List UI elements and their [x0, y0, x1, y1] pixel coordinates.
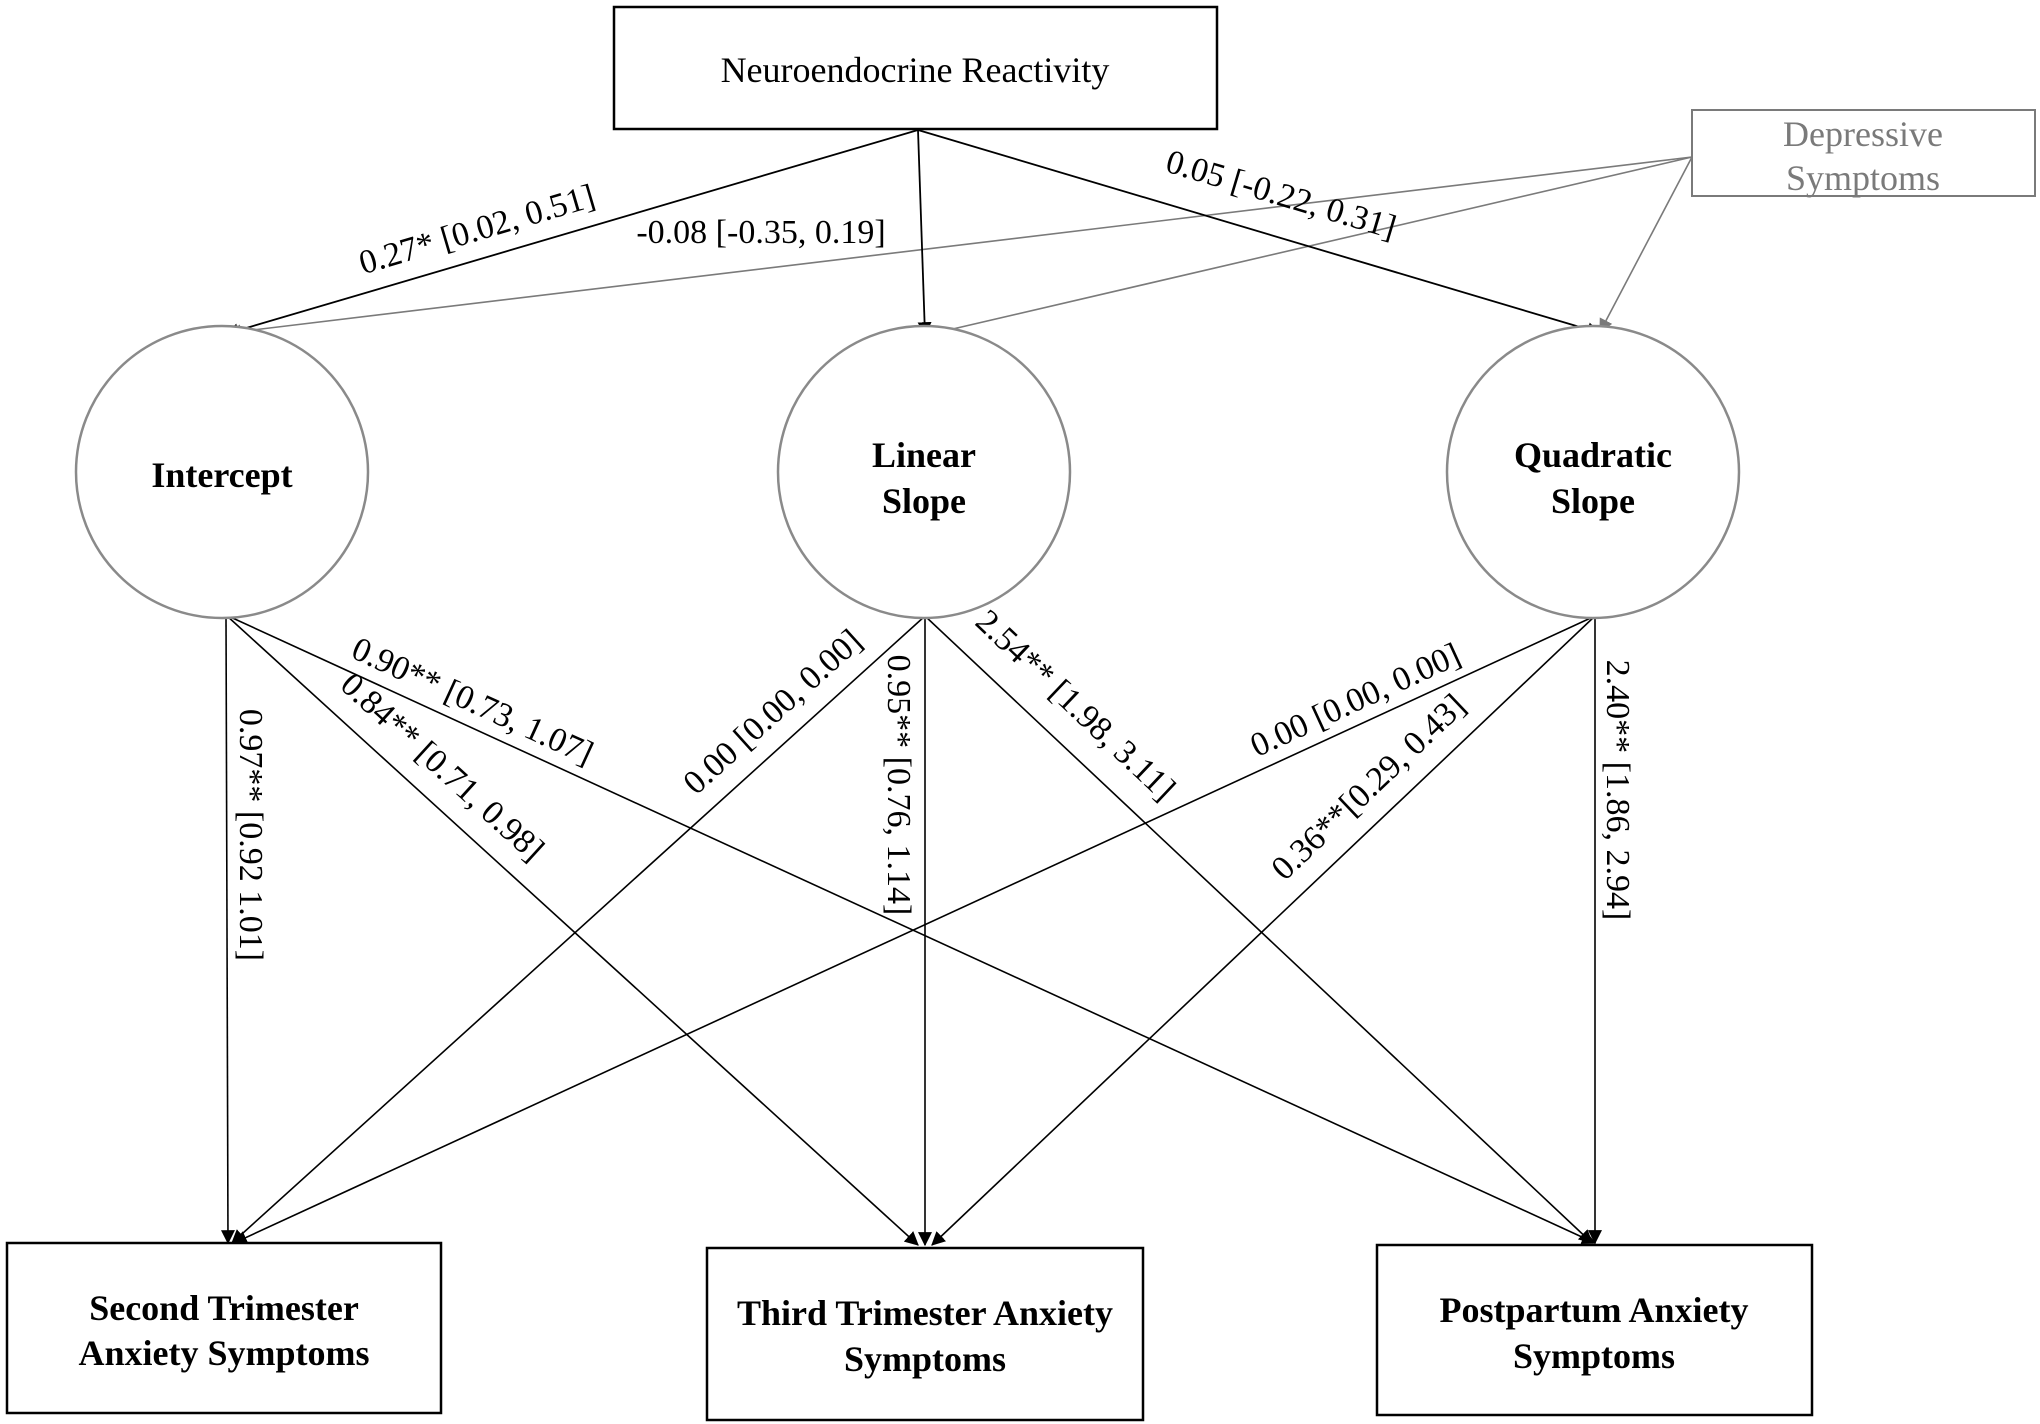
ner-to-linear-arrow [917, 129, 932, 337]
linear-slope-circle [776, 324, 1072, 620]
second-trimester-box [5, 1241, 443, 1415]
postpartum-node: Postpartum Anxiety Symptoms [1375, 1243, 1814, 1417]
depressive-box [1691, 109, 2036, 197]
linear-to-second-arrow [231, 615, 926, 1244]
predictor-paths [224, 129, 1602, 338]
linear-to-third-coef: 0.95** [0.76, 1.14] [880, 655, 917, 916]
quadratic-slope-circle [1445, 324, 1741, 620]
linear-slope-node: Linear Slope [776, 324, 1072, 620]
linear-to-postpartum-arrow [924, 615, 1593, 1244]
third-trimester-label-line1: Third Trimester Anxiety [737, 1293, 1113, 1333]
ner-to-quadratic-coef: 0.05 [-0.22, 0.31] [1162, 143, 1401, 246]
intercept-node: Intercept [74, 324, 370, 620]
intercept-to-second-arrow [220, 614, 235, 1245]
intercept-to-postpartum-arrow [225, 614, 1597, 1245]
depressive-to-intercept-arrow [226, 156, 1693, 339]
neuroendocrine-label: Neuroendocrine Reactivity [721, 50, 1110, 90]
ner-to-intercept-coef: 0.27* [0.02, 0.51] [355, 178, 599, 282]
ner-to-quadratic-arrow [917, 129, 1602, 337]
intercept-to-third-arrow [225, 614, 919, 1246]
depressive-label-line2: Symptoms [1786, 158, 1940, 198]
postpartum-box [1375, 1243, 1814, 1417]
intercept-circle [74, 324, 370, 620]
third-trimester-box [705, 1246, 1145, 1422]
depressive-node: Depressive Symptoms [1691, 109, 2036, 198]
quadratic-slope-label-line1: Quadratic [1514, 435, 1672, 475]
linear-slope-label-line1: Linear [872, 435, 976, 475]
intercept-label: Intercept [151, 455, 292, 495]
postpartum-label-line2: Symptoms [1513, 1336, 1675, 1376]
linear-to-second-coef: 0.00 [0.00, 0.00] [676, 623, 869, 802]
ner-to-linear-coef: -0.08 [-0.35, 0.19] [636, 214, 885, 251]
linear-slope-label-line2: Slope [882, 481, 966, 521]
third-trimester-label-line2: Symptoms [844, 1339, 1006, 1379]
quadratic-to-second-arrow [232, 615, 1596, 1244]
postpartum-label-line1: Postpartum Anxiety [1440, 1290, 1749, 1330]
intercept-to-second-coef: 0.97** [0.92 1.01] [232, 709, 269, 961]
second-trimester-label-line2: Anxiety Symptoms [78, 1333, 369, 1373]
quadratic-slope-node: Quadratic Slope [1445, 324, 1741, 620]
quadratic-to-third-arrow [931, 615, 1596, 1246]
quadratic-slope-label-line2: Slope [1551, 481, 1635, 521]
second-trimester-node: Second Trimester Anxiety Symptoms [5, 1241, 443, 1415]
second-trimester-label-line1: Second Trimester [89, 1288, 359, 1328]
depressive-label-line1: Depressive [1783, 114, 1943, 154]
third-trimester-node: Third Trimester Anxiety Symptoms [705, 1246, 1145, 1422]
ner-to-intercept-arrow [224, 129, 919, 338]
quadratic-to-postpartum-coef: 2.40** [1.86, 2.94] [1599, 660, 1636, 921]
neuroendocrine-node: Neuroendocrine Reactivity [612, 5, 1219, 131]
linear-to-postpartum-coef: 2.54** [1.98, 3.11] [968, 603, 1182, 808]
neuroendocrine-box [612, 5, 1219, 131]
loading-paths [220, 614, 1602, 1247]
depressive-to-quadratic-arrow [1599, 156, 1693, 334]
